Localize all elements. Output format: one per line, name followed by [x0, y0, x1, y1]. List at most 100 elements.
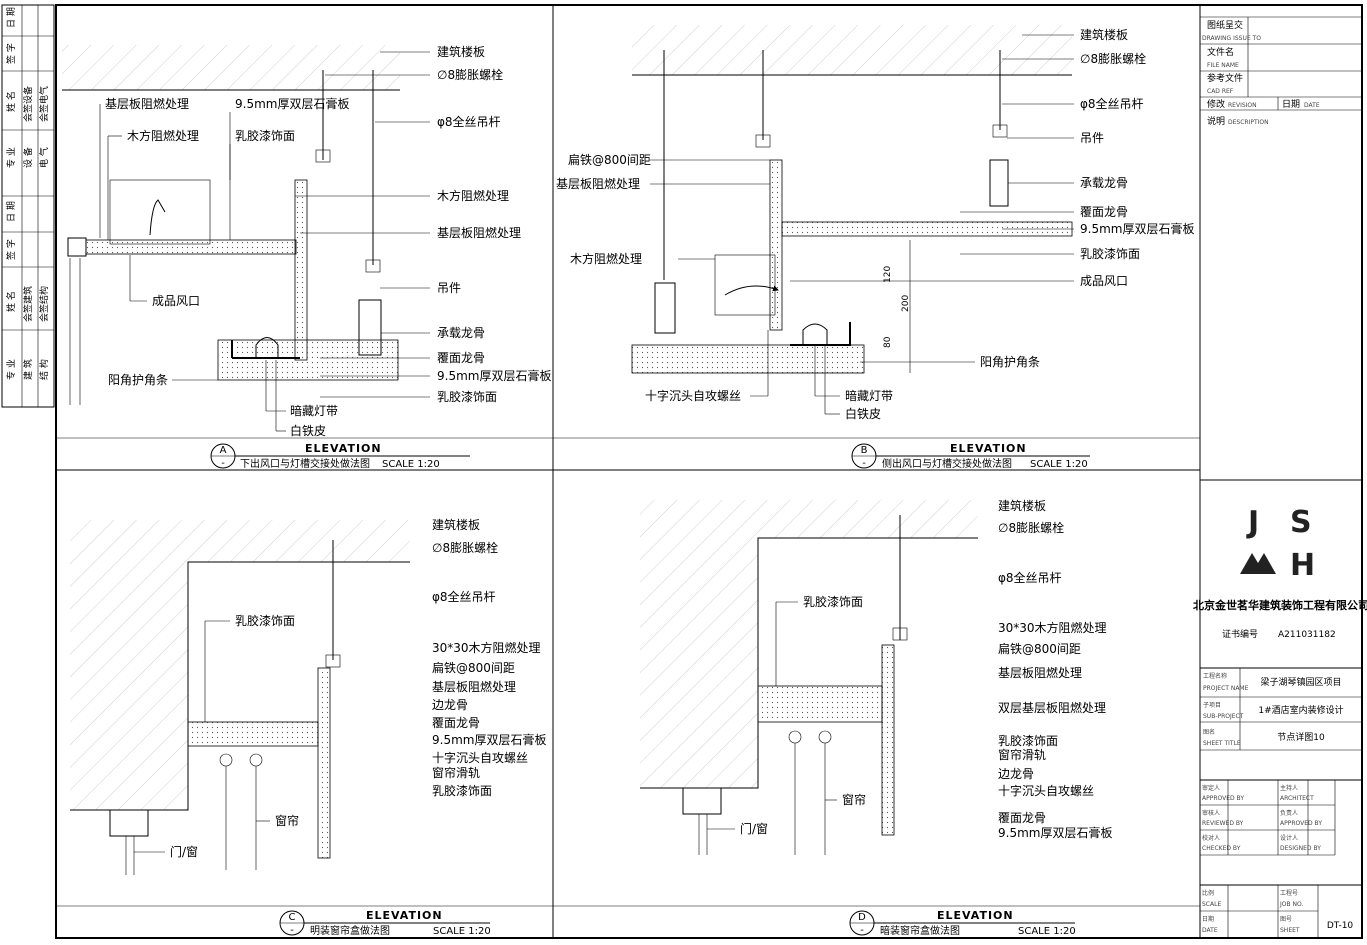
tb-designed-en: DESIGNED BY	[1280, 845, 1321, 852]
label-b-sheet: 白铁皮	[845, 406, 881, 421]
tb-sheet-title: 节点详图10	[1277, 731, 1325, 743]
tb-architect: 主持人	[1280, 784, 1298, 792]
tb-designed: 设计人	[1280, 834, 1298, 842]
tb-sub-project: 1#酒店室内装修设计	[1258, 704, 1343, 716]
label-d-bolt: ∅8膨胀螺栓	[998, 520, 1064, 535]
strip-date-1: 日 期	[6, 7, 17, 28]
tb-checked: 校对人	[1202, 834, 1220, 842]
tb-approved: 审定人	[1202, 784, 1220, 792]
label-c-flat-steel: 扁铁@800间距	[432, 661, 515, 675]
label-c-track: 窗帘滑轨	[432, 765, 480, 780]
tb-ref: 参考文件	[1207, 72, 1243, 84]
strip-architecture: 建 筑	[22, 359, 34, 380]
label-a-led: 暗藏灯带	[290, 403, 338, 418]
air-outlet-a	[109, 179, 211, 245]
label-d-slab: 建筑楼板	[998, 498, 1046, 513]
label-a-slab: 建筑楼板	[437, 44, 485, 59]
tb-checked-en: CHECKED BY	[1202, 845, 1241, 852]
air-outlet-b	[714, 254, 776, 316]
detail-a-letter: A	[220, 445, 227, 456]
slab-b	[632, 25, 1072, 75]
label-b-outlet: 成品风口	[1080, 274, 1128, 288]
tb-company: 北京金世茗华建筑装饰工程有限公司	[1193, 598, 1367, 612]
tb-file: 文件名	[1207, 46, 1234, 58]
detail-d-title: 暗装窗帘盒做法图	[880, 924, 960, 937]
strip-sign-architecture: 会签建筑	[22, 286, 34, 322]
label-d-paint-left: 乳胶漆饰面	[803, 594, 863, 609]
logo-letter-h: H	[1290, 548, 1315, 583]
label-c-curtain: 窗帘	[275, 813, 299, 828]
tb-reviewed: 审核人	[1202, 809, 1220, 817]
detail-b-elevation: ELEVATION	[950, 442, 1027, 455]
label-d-furring: 覆面龙骨	[998, 811, 1046, 825]
strip-date-2: 日 期	[6, 201, 17, 222]
strip-structure: 结 构	[38, 359, 50, 380]
label-c-gypsum: 9.5mm厚双层石膏板	[432, 732, 546, 747]
company-logo: J S H	[1240, 505, 1315, 583]
label-b-screw: 十字沉头自攻螺丝	[645, 388, 741, 403]
label-a-gypsum: 9.5mm厚双层石膏板	[437, 368, 551, 383]
tb-date: 日期	[1282, 99, 1300, 110]
detail-d-scale: SCALE 1:20	[1018, 926, 1076, 937]
title-c: C - ELEVATION 明装窗帘盒做法图 SCALE 1:20	[279, 909, 491, 937]
label-d-paint: 乳胶漆饰面	[998, 733, 1058, 748]
label-d-timber: 30*30木方阻燃处理	[998, 620, 1107, 635]
label-b-bolt: ∅8膨胀螺栓	[1080, 51, 1146, 66]
tb-scale-en: SCALE	[1202, 901, 1221, 908]
detail-a-sub: -	[221, 458, 225, 469]
label-c-screw: 十字沉头自攻螺丝	[432, 750, 528, 765]
strip-name-1: 姓 名	[5, 91, 17, 112]
label-a-gypsum-left: 9.5mm厚双层石膏板	[235, 96, 349, 111]
tb-architect-en: ARCHITECT	[1280, 795, 1314, 802]
label-a-baseboard: 基层板阻燃处理	[437, 225, 521, 240]
tb-sheet-label-en: SHEET TITLE	[1203, 740, 1241, 747]
title-block: 图纸呈交 DRAWING ISSUE TO 文件名 FILE NAME 参考文件…	[1193, 16, 1367, 938]
tb-sub-label-en: SUB-PROJECT	[1203, 713, 1244, 720]
label-a-sheet: 白铁皮	[290, 423, 326, 438]
tb-ref-en: CAD REF	[1207, 88, 1234, 95]
tb-reviewed-en: REVIEWED BY	[1202, 820, 1244, 827]
label-b-hanger: 吊件	[1080, 131, 1104, 145]
sheet-frame	[55, 4, 1363, 939]
tb-desc: 说明	[1207, 115, 1225, 127]
carrier-channel-b	[989, 159, 1009, 207]
tb-sheetno-en: SHEET	[1280, 927, 1300, 934]
title-d: D - ELEVATION 暗装窗帘盒做法图 SCALE 1:20	[849, 909, 1076, 937]
detail-c-letter: C	[289, 912, 296, 923]
detail-c-elevation: ELEVATION	[366, 909, 443, 922]
label-a-baseboard-left: 基层板阻燃处理	[105, 96, 189, 111]
strip-sign-electrical: 会签电气	[38, 86, 50, 122]
detail-a-scale: SCALE 1:20	[382, 459, 440, 470]
label-a-timber-left: 木方阻燃处理	[127, 128, 199, 143]
tb-date2: 日期	[1202, 915, 1214, 923]
detail-b-title: 侧出风口与灯槽交接处做法图	[882, 457, 1012, 470]
tb-sheetno: 图号	[1280, 916, 1292, 923]
label-c-paint: 乳胶漆饰面	[432, 783, 492, 798]
tb-approved-en: APPROVED BY	[1202, 795, 1244, 802]
detail-d-elevation: ELEVATION	[937, 909, 1014, 922]
tb-cert-no: A211031182	[1278, 630, 1336, 640]
detail-d-letter: D	[858, 912, 866, 923]
label-d-double-baseboard: 双层基层板阻燃处理	[998, 700, 1106, 715]
label-d-rod: φ8全丝吊杆	[998, 570, 1062, 585]
label-c-rod: φ8全丝吊杆	[432, 589, 496, 604]
label-c-slab: 建筑楼板	[432, 517, 480, 532]
tb-charge: 负责人	[1280, 809, 1298, 817]
strip-major-2: 专 业	[5, 359, 17, 380]
tb-rev-en: REVISION	[1228, 102, 1257, 109]
detail-c-scale: SCALE 1:20	[433, 926, 491, 937]
detail-c: 建筑楼板 ∅8膨胀螺栓 φ8全丝吊杆 30*30木方阻燃处理 扁铁@800间距 …	[70, 517, 546, 875]
label-c-bolt: ∅8膨胀螺栓	[432, 540, 498, 555]
label-a-corner-bead: 阳角护角条	[108, 373, 168, 387]
label-b-timber: 木方阻燃处理	[570, 251, 642, 266]
label-b-corner-bead: 阳角护角条	[980, 355, 1040, 369]
label-a-paint: 乳胶漆饰面	[437, 389, 497, 404]
label-d-door: 门/窗	[740, 821, 768, 836]
title-a: A - ELEVATION 下出风口与灯槽交接处做法图 SCALE 1:20	[210, 442, 470, 470]
label-b-rod: φ8全丝吊杆	[1080, 96, 1144, 111]
label-c-baseboard: 基层板阻燃处理	[432, 679, 516, 694]
tb-charge-en: APPROVED BY	[1280, 820, 1322, 827]
tb-sheet-number: DT-10	[1327, 921, 1354, 931]
left-sign-strip: 日 期 签 字 姓 名 会签设备 会签电气 专 业 设 备 电 气 日 期 签 …	[1, 4, 55, 408]
dim-b-120: 120	[883, 266, 893, 283]
